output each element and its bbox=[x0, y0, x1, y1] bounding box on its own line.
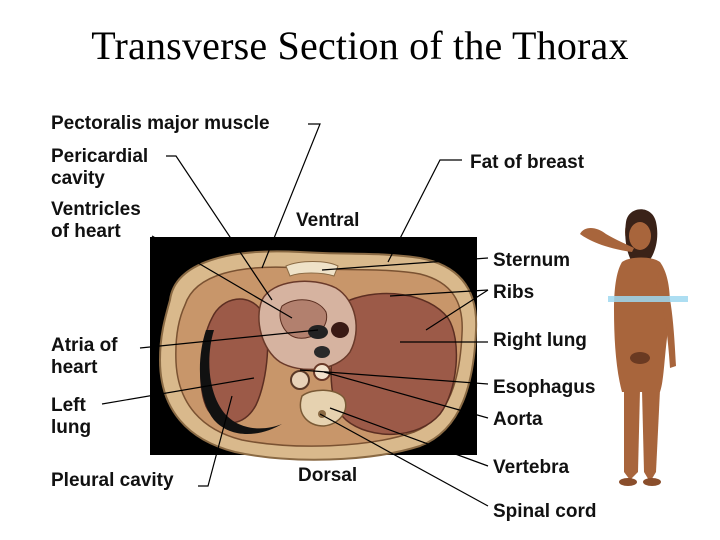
label-esophagus: Esophagus bbox=[493, 377, 595, 399]
ventral-label: Ventral bbox=[296, 210, 359, 232]
label-vertebra: Vertebra bbox=[493, 457, 569, 479]
human-figure-illustration bbox=[580, 209, 688, 486]
label-aorta: Aorta bbox=[493, 409, 543, 431]
label-pleural-cavity: Pleural cavity bbox=[51, 470, 174, 492]
label-spinal-cord: Spinal cord bbox=[493, 501, 596, 523]
label-sternum: Sternum bbox=[493, 250, 570, 272]
label-ribs: Ribs bbox=[493, 282, 534, 304]
section-plane-marker bbox=[608, 296, 688, 302]
label-fat-of-breast: Fat of breast bbox=[470, 152, 584, 174]
label-ventricles: Ventricles of heart bbox=[51, 199, 141, 243]
leader-pectoralis bbox=[262, 124, 320, 268]
label-pericardial-cavity: Pericardial cavity bbox=[51, 146, 148, 190]
thorax-section-illustration bbox=[160, 251, 476, 459]
label-right-lung: Right lung bbox=[493, 330, 587, 352]
label-left-lung: Left lung bbox=[51, 395, 91, 439]
label-atria: Atria of heart bbox=[51, 335, 118, 379]
dorsal-label: Dorsal bbox=[298, 465, 357, 487]
leader-fat-breast bbox=[388, 160, 462, 262]
label-pectoralis-major: Pectoralis major muscle bbox=[51, 113, 270, 135]
